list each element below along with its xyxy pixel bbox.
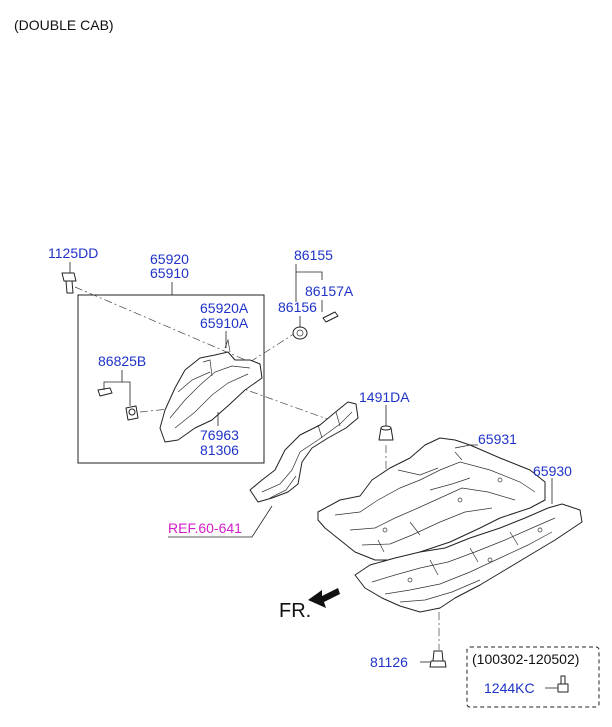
floor-panel-65930-part <box>354 503 583 613</box>
variant-title: (DOUBLE CAB) <box>14 17 114 33</box>
leader-lines <box>69 262 558 689</box>
label-ref-60-641: REF.60-641 <box>168 520 242 536</box>
label-65910: 65910 <box>150 265 189 281</box>
label-65920: 65920 <box>150 251 189 267</box>
label-1125dd: 1125DD <box>48 245 98 261</box>
label-81126: 81126 <box>370 654 408 670</box>
pin-86157a-icon <box>322 311 339 323</box>
date-range-box <box>466 646 600 708</box>
label-65910a: 65910A <box>200 315 249 331</box>
side-rail-part <box>249 401 359 503</box>
label-81306: 81306 <box>200 442 239 458</box>
label-86156: 86156 <box>278 299 317 315</box>
label-front: FR. <box>279 600 311 622</box>
grommet-86156-icon <box>292 326 308 340</box>
label-76963: 76963 <box>200 427 239 443</box>
label-date-range: (100302-120502) <box>472 651 579 667</box>
floor-panel-65931-part <box>317 437 546 561</box>
panel-group-box <box>77 294 265 464</box>
label-65930: 65930 <box>533 463 572 479</box>
plug-1491da-icon <box>378 425 394 441</box>
label-1491da: 1491DA <box>359 389 410 405</box>
plug-81126-icon <box>429 650 447 668</box>
label-65931: 65931 <box>478 431 517 447</box>
clip-86825b-icon <box>97 387 139 421</box>
bolt-1125dd-icon <box>61 272 77 294</box>
label-1244kc: 1244KC <box>484 680 535 696</box>
screw-1244kc-icon <box>557 675 569 693</box>
label-86157a: 86157A <box>305 283 354 299</box>
label-86825b: 86825B <box>98 353 146 369</box>
front-arrow-icon <box>308 588 340 608</box>
label-65920a: 65920A <box>200 300 249 316</box>
label-86155: 86155 <box>294 247 333 263</box>
side-bracket-part <box>159 338 263 443</box>
